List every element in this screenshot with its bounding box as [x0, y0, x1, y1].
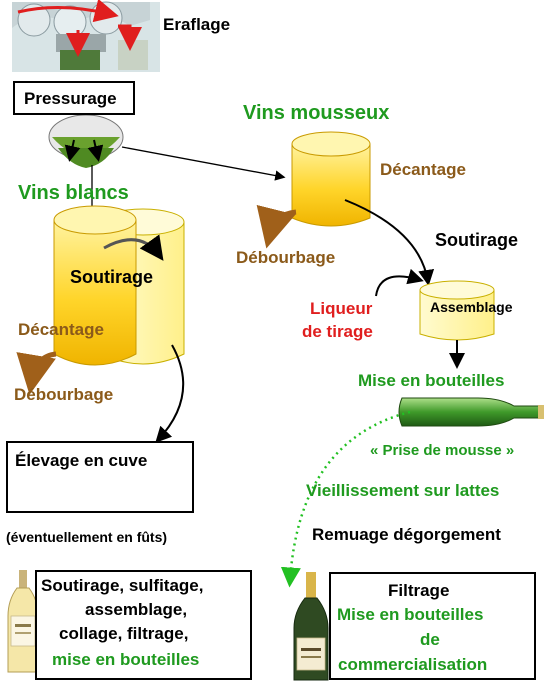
- prise-de-mousse-path: [280, 410, 411, 588]
- press-image: [48, 114, 124, 168]
- debourbage-right-arrow: [256, 204, 297, 249]
- step-debourbage-sparkling: Débourbage: [236, 248, 336, 267]
- step-soutirage-sparkling: Soutirage: [435, 230, 519, 250]
- step-prise-de-mousse: « Prise de mousse »: [370, 442, 515, 459]
- sparkling-final-line2: Mise en bouteilles: [337, 605, 484, 624]
- arrow-to-elevage: [155, 344, 185, 443]
- arrow-to-assemblage: [344, 199, 435, 286]
- liqueur-label-line2: de tirage: [302, 322, 373, 341]
- white-final-line1: Soutirage, sulfitage,: [41, 576, 204, 595]
- white-final-line4: mise en bouteilles: [52, 650, 200, 669]
- white-wine-tanks: [53, 205, 185, 366]
- step-elevage: Élevage en cuve: [15, 451, 148, 470]
- step-decantage-white: Décantage: [18, 320, 104, 339]
- step-pressurage: Pressurage: [24, 89, 117, 108]
- heading-vins-mousseux: Vins mousseux: [243, 102, 390, 124]
- step-assemblage: Assemblage: [430, 299, 513, 315]
- white-final-line3: collage, filtrage,: [59, 624, 189, 643]
- liqueur-label-line1: Liqueur: [310, 299, 373, 318]
- step-decantage-sparkling: Décantage: [380, 160, 466, 179]
- sparkling-final-box: Filtrage Mise en bouteilles de commercia…: [329, 572, 536, 680]
- white-wine-bottle: [7, 570, 39, 673]
- sparkling-final-line3: de: [420, 630, 440, 649]
- sparkling-final-line4: commercialisation: [338, 655, 488, 674]
- debourbage-left-arrow: [16, 351, 57, 395]
- step-remuage: Remuage dégorgement: [312, 525, 501, 544]
- step-debourbage-white: Débourbage: [14, 385, 114, 404]
- heading-vins-blancs: Vins blancs: [18, 182, 129, 204]
- champagne-bottle: [293, 572, 329, 681]
- note-eventuellement: (éventuellement en fûts): [6, 529, 168, 545]
- sparkling-bottle-horizontal: [398, 397, 544, 427]
- elevage-box: Élevage en cuve: [6, 441, 194, 513]
- white-final-line2: assemblage,: [85, 600, 188, 619]
- step-vieillissement: Vieillissement sur lattes: [306, 481, 500, 500]
- step-eraflage: Eraflage: [163, 15, 231, 34]
- arrow-to-sparkling: [121, 146, 286, 181]
- assemblage-tank: [419, 280, 495, 341]
- step-mise-en-bouteilles: Mise en bouteilles: [358, 371, 505, 390]
- liqueur-arrow: [375, 268, 424, 297]
- destemmer-image: [12, 0, 160, 72]
- sparkling-tank: [291, 131, 371, 227]
- pressurage-box: Pressurage: [13, 81, 135, 115]
- sparkling-final-line1: Filtrage: [388, 581, 450, 600]
- white-wine-final-box: Soutirage, sulfitage, assemblage, collag…: [35, 570, 252, 680]
- step-soutirage-white: Soutirage: [70, 267, 154, 287]
